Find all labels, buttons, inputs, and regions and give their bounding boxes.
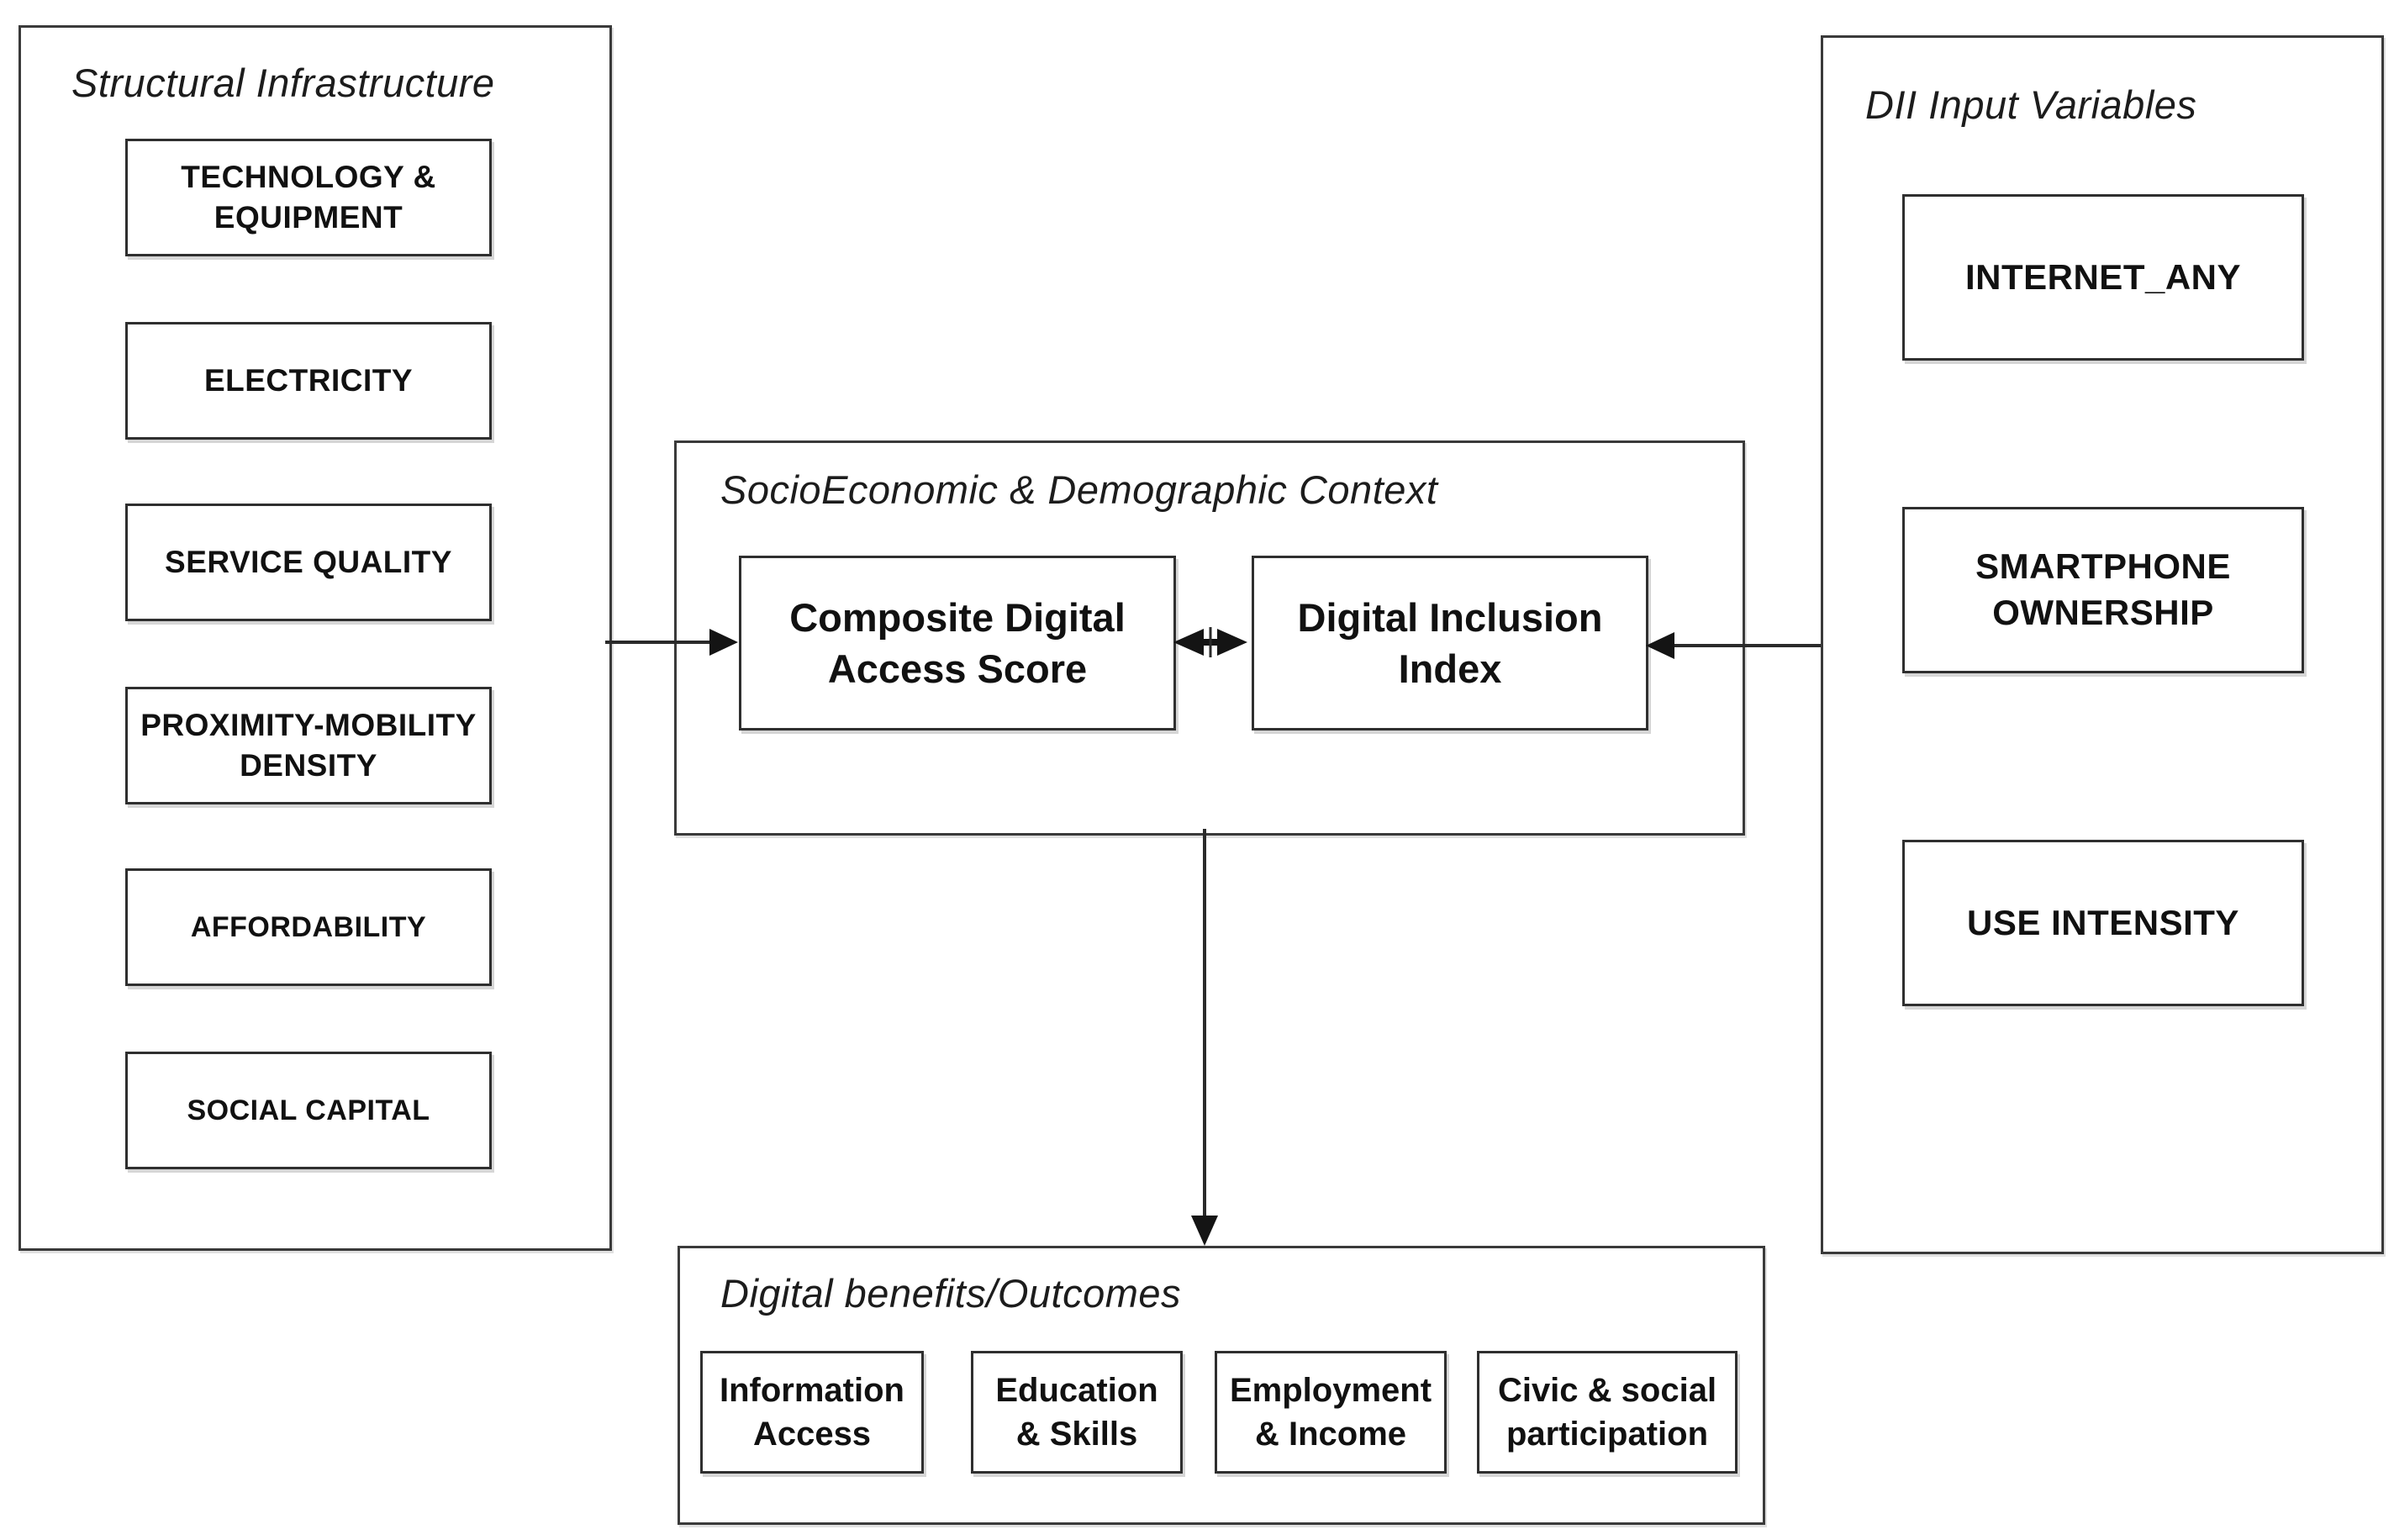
node-employment-income: Employment & Income [1215, 1351, 1447, 1474]
structural-infrastructure-title: Structural Infrastructure [71, 61, 495, 105]
node-technology-equipment: TECHNOLOGY & EQUIPMENT [125, 139, 492, 256]
arrow-structural-to-composite [605, 629, 738, 656]
arrow-dii-to-index [1646, 632, 1821, 659]
arrow-context-to-outcomes [1191, 829, 1218, 1246]
node-social-capital: SOCIAL CAPITAL [125, 1052, 492, 1169]
node-affordability: AFFORDABILITY [125, 868, 492, 986]
node-digital-inclusion-index: Digital Inclusion Index [1252, 556, 1648, 730]
node-service-quality: SERVICE QUALITY [125, 504, 492, 621]
structural-infrastructure-panel: Structural Infrastructure TECHNOLOGY & E… [18, 25, 612, 1251]
node-use-intensity: USE INTENSITY [1902, 840, 2304, 1006]
node-internet-any: INTERNET_ANY [1902, 194, 2304, 361]
arrowhead-right-icon [1217, 629, 1247, 656]
node-civic-social-participation: Civic & social participation [1477, 1351, 1737, 1474]
dii-input-variables-panel: DII Input Variables INTERNET_ANY SMARTPH… [1821, 35, 2384, 1254]
arrowhead-left-icon [1646, 632, 1674, 659]
node-smartphone-ownership: SMARTPHONE OWNERSHIP [1902, 507, 2304, 673]
digital-benefits-outcomes-title: Digital benefits/Outcomes [720, 1271, 1182, 1316]
node-information-access: Information Access [700, 1351, 924, 1474]
node-education-skills: Education & Skills [971, 1351, 1183, 1474]
arrowhead-left-icon [1173, 629, 1204, 656]
node-composite-digital-access-score: Composite Digital Access Score [739, 556, 1176, 730]
arrowhead-down-icon [1191, 1216, 1218, 1246]
arrowhead-right-icon [709, 629, 738, 656]
socioeconomic-context-panel: SocioEconomic & Demographic Context Comp… [674, 440, 1745, 836]
node-electricity: ELECTRICITY [125, 322, 492, 440]
arrow-composite-index-bidirectional [1173, 627, 1247, 657]
dii-input-variables-title: DII Input Variables [1865, 82, 2197, 127]
socioeconomic-context-title: SocioEconomic & Demographic Context [720, 467, 1438, 512]
node-proximity-mobility-density: PROXIMITY-MOBILITY DENSITY [125, 687, 492, 804]
digital-benefits-outcomes-panel: Digital benefits/Outcomes Information Ac… [678, 1246, 1765, 1525]
